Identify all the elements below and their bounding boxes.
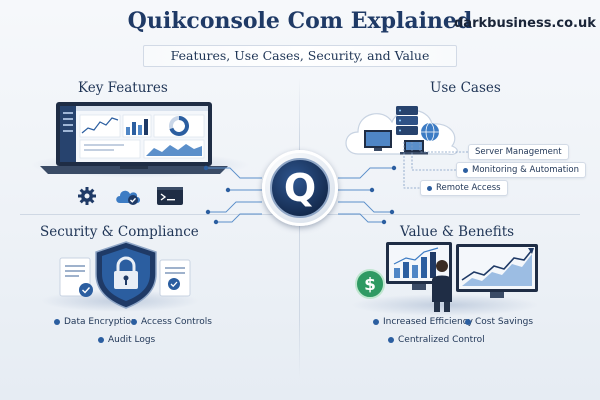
q-logo-icon: Q (283, 166, 317, 210)
page-subtitle: Features, Use Cases, Security, and Value (170, 48, 430, 63)
security-shield-icon (59, 241, 191, 309)
bullet-icon (388, 337, 394, 343)
key-features-title: Key Features (78, 80, 168, 96)
terminal-icon (155, 183, 185, 209)
page-title: Quikconsole Com Explained (127, 8, 473, 34)
security-item-audit-logs: Audit Logs (98, 335, 155, 345)
security-item-encryption: Data Encryption (54, 317, 137, 327)
bullet-icon (465, 319, 471, 325)
bullet-icon (463, 167, 468, 173)
use-cases-title: Use Cases (430, 80, 501, 96)
center-logo-disc (270, 158, 330, 218)
use-case-server-management: Server Management (468, 144, 569, 160)
bullet-icon (131, 319, 137, 325)
vertical-divider (299, 78, 300, 378)
dashboard-laptop-icon (40, 102, 228, 174)
value-item-cost-savings: Cost Savings (465, 317, 533, 327)
value-item-centralized-control: Centralized Control (388, 335, 485, 345)
use-case-remote-access: Remote Access (420, 180, 508, 196)
value-item-efficiency: Increased Efficiency (373, 317, 473, 327)
gear-icon (72, 183, 102, 209)
growth-charts-icon: $ (355, 242, 538, 312)
security-item-access-controls: Access Controls (131, 317, 212, 327)
site-domain[interactable]: darkbusiness.co.uk (454, 16, 596, 31)
circuit-lines (203, 165, 397, 225)
security-title: Security & Compliance (40, 224, 199, 240)
cloud-servers-icon (345, 106, 458, 155)
cloud-check-icon (113, 183, 143, 209)
svg-text:$: $ (364, 275, 376, 295)
bullet-icon (427, 185, 432, 191)
subtitle-banner (143, 45, 457, 67)
use-case-connectors (403, 142, 470, 189)
value-title: Value & Benefits (400, 224, 515, 240)
use-case-monitoring: Monitoring & Automation (456, 162, 586, 178)
bullet-icon (54, 319, 60, 325)
bullet-icon (98, 337, 104, 343)
bullet-icon (373, 319, 379, 325)
